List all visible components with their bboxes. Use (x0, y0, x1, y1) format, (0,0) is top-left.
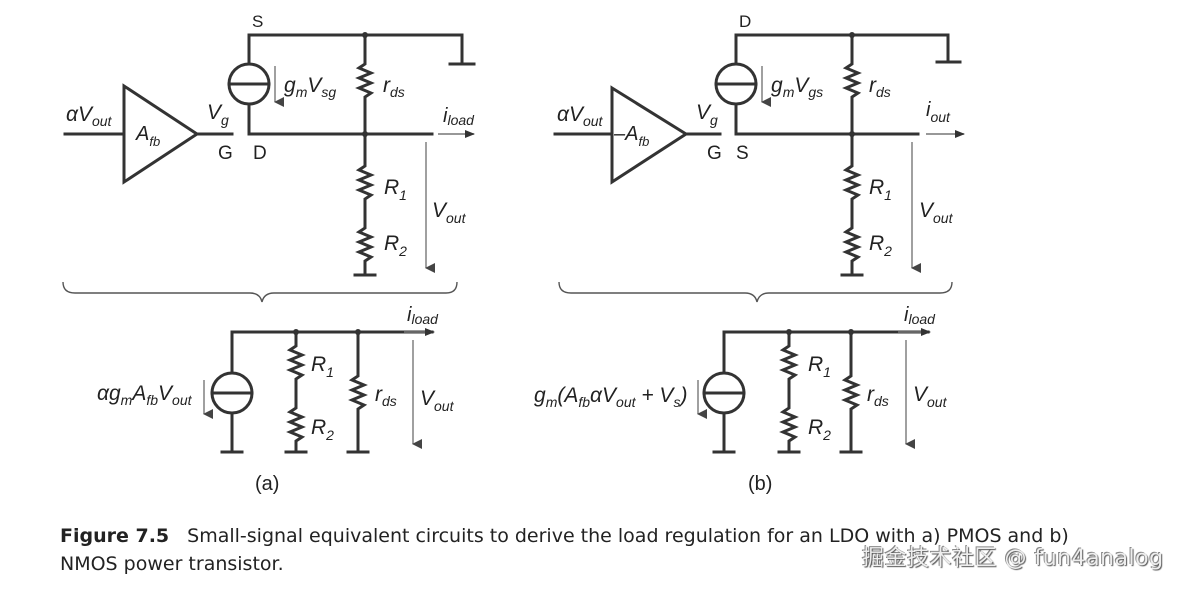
brace-a (62, 281, 458, 303)
panel-b-bottom-labels: gm(AfbαVout + Vs) R1 R2 rds iload Vout (… (534, 304, 948, 495)
r1-r2-resistors (355, 132, 375, 277)
panel-a-bottom-circuit (203, 328, 435, 454)
top-rail (734, 33, 950, 66)
input-label: αVout (557, 103, 604, 129)
rds-label: rds (869, 74, 891, 100)
watermark: 掘金技术社区 @ fun4analog (862, 546, 1164, 571)
caption-line-2: NMOS power transistor. (60, 553, 284, 575)
rds-label: rds (375, 383, 397, 409)
r2-label: R2 (384, 232, 407, 259)
r1-label: R1 (311, 353, 334, 380)
r1-label: R1 (808, 353, 831, 380)
amplifier-triangle (122, 83, 200, 185)
panel-a-bottom-labels: αgmAfbVout R1 R2 rds iload Vout (a) (97, 304, 455, 495)
r1-r2-resistors (842, 132, 862, 277)
rds-resistor (348, 330, 368, 454)
r2-label: R2 (311, 416, 334, 443)
r2-label: R2 (869, 232, 892, 259)
gate-label: G (218, 143, 233, 164)
iload-label: iload (443, 105, 475, 128)
bottom-terminal-label: D (253, 143, 267, 164)
iout-label: iout (926, 99, 951, 125)
panel-b-sublabel: (b) (748, 473, 772, 495)
gm-source-label: gmVgs (771, 74, 823, 100)
vg-label: Vg (207, 101, 229, 128)
figure-number: Figure 7.5 (60, 525, 170, 547)
drain-wire (247, 102, 434, 136)
vout-label: Vout (432, 199, 467, 226)
gm-source-label: gmVsg (284, 74, 336, 100)
brace-b (558, 281, 953, 303)
r2-label: R2 (808, 416, 831, 443)
source-label: gm(AfbαVout + Vs) (534, 384, 687, 410)
input-label: αVout (66, 103, 113, 129)
vout-label: Vout (913, 383, 948, 410)
amp-label: –Afb (613, 123, 649, 149)
vout-label: Vout (420, 387, 455, 414)
figure-caption: Figure 7.5 Small-signal equivalent circui… (60, 522, 1190, 578)
top-rail (247, 33, 464, 66)
r1-r2-resistors (286, 330, 306, 454)
bottom-terminal-label: S (736, 143, 749, 164)
rds-resistor (842, 33, 862, 136)
gate-label: G (707, 143, 722, 164)
rds-label: rds (867, 383, 889, 409)
source-label: αgmAfbVout (97, 382, 193, 408)
top-terminal-label: D (739, 12, 751, 31)
panel-a-sublabel: (a) (255, 473, 279, 495)
caption-text: Small-signal equivalent circuits to deri… (187, 525, 1069, 547)
vout-label: Vout (919, 199, 954, 226)
iload-label: iload (904, 304, 936, 327)
r1-r2-resistors (779, 330, 799, 454)
panel-b-top-labels: αVout –Afb Vg G S D gmVgs rds iout R1 R2… (557, 12, 954, 259)
amp-label: Afb (135, 123, 160, 149)
caption-line-1: Figure 7.5 Small-signal equivalent circui… (60, 522, 1190, 550)
panel-a-top-circuit (63, 32, 476, 277)
rds-resistor (841, 330, 861, 454)
panel-b-top-circuit (553, 32, 965, 277)
iload-label: iload (407, 304, 439, 327)
top-terminal-label: S (252, 12, 263, 31)
r1-label: R1 (869, 176, 892, 203)
panel-a-top-labels: αVout Afb Vg G D S gmVsg rds iload R1 R2… (66, 12, 475, 259)
r1-label: R1 (384, 176, 407, 203)
panel-b-bottom-circuit (697, 328, 931, 454)
vg-label: Vg (696, 101, 718, 128)
rds-label: rds (383, 74, 405, 100)
rds-resistor (355, 33, 375, 136)
source-wire (734, 102, 920, 136)
amplifier-triangle (610, 85, 689, 185)
